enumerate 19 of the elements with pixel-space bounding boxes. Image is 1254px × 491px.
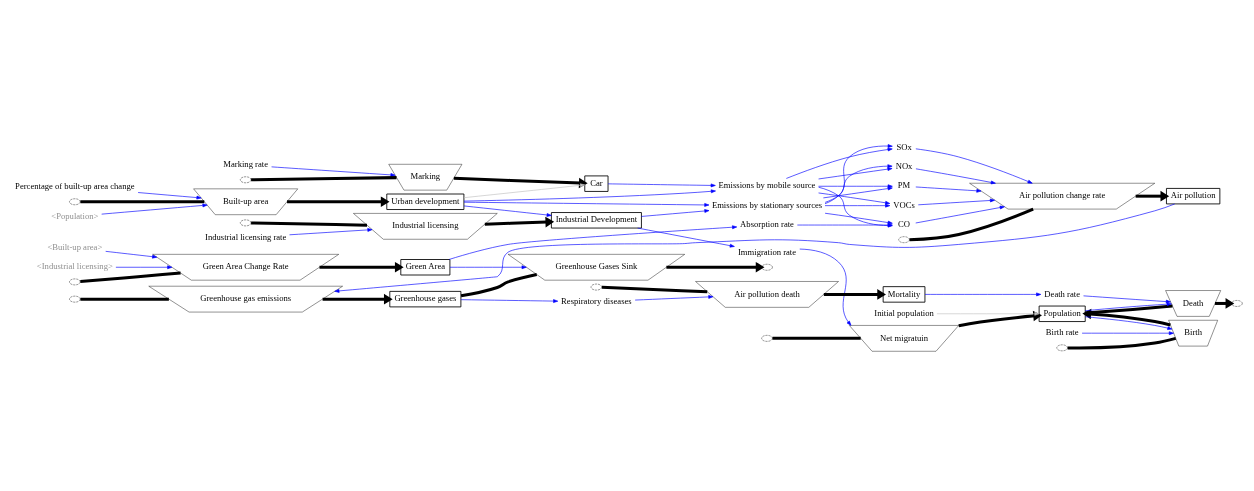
node-text: VOCs bbox=[893, 199, 915, 210]
node-text: Emissions by stationary sources bbox=[711, 199, 823, 210]
node-text: NOx bbox=[895, 161, 913, 172]
node-text: Absorption rate bbox=[740, 219, 794, 230]
node-text: Industrial licensing rate bbox=[205, 231, 287, 242]
node-text: PM bbox=[897, 180, 911, 191]
node-text: <Population> bbox=[51, 210, 99, 221]
node-text: <Built-up area> bbox=[47, 242, 103, 253]
node-text: Death rate bbox=[1044, 288, 1080, 299]
node-text: <Industrial licensing> bbox=[36, 261, 113, 272]
node-text: Respiratory diseases bbox=[561, 295, 632, 306]
node-text: Immigration rate bbox=[737, 246, 797, 257]
node-text: Marking rate bbox=[223, 159, 269, 170]
node-text: Emissions by mobile source bbox=[718, 180, 816, 191]
node-text: Initial population bbox=[874, 307, 934, 318]
node-text: Birth rate bbox=[1045, 327, 1079, 338]
node-text: CO bbox=[898, 219, 911, 230]
node-text: Percentage of built-up area change bbox=[15, 181, 135, 192]
node-text: SOx bbox=[896, 141, 912, 152]
